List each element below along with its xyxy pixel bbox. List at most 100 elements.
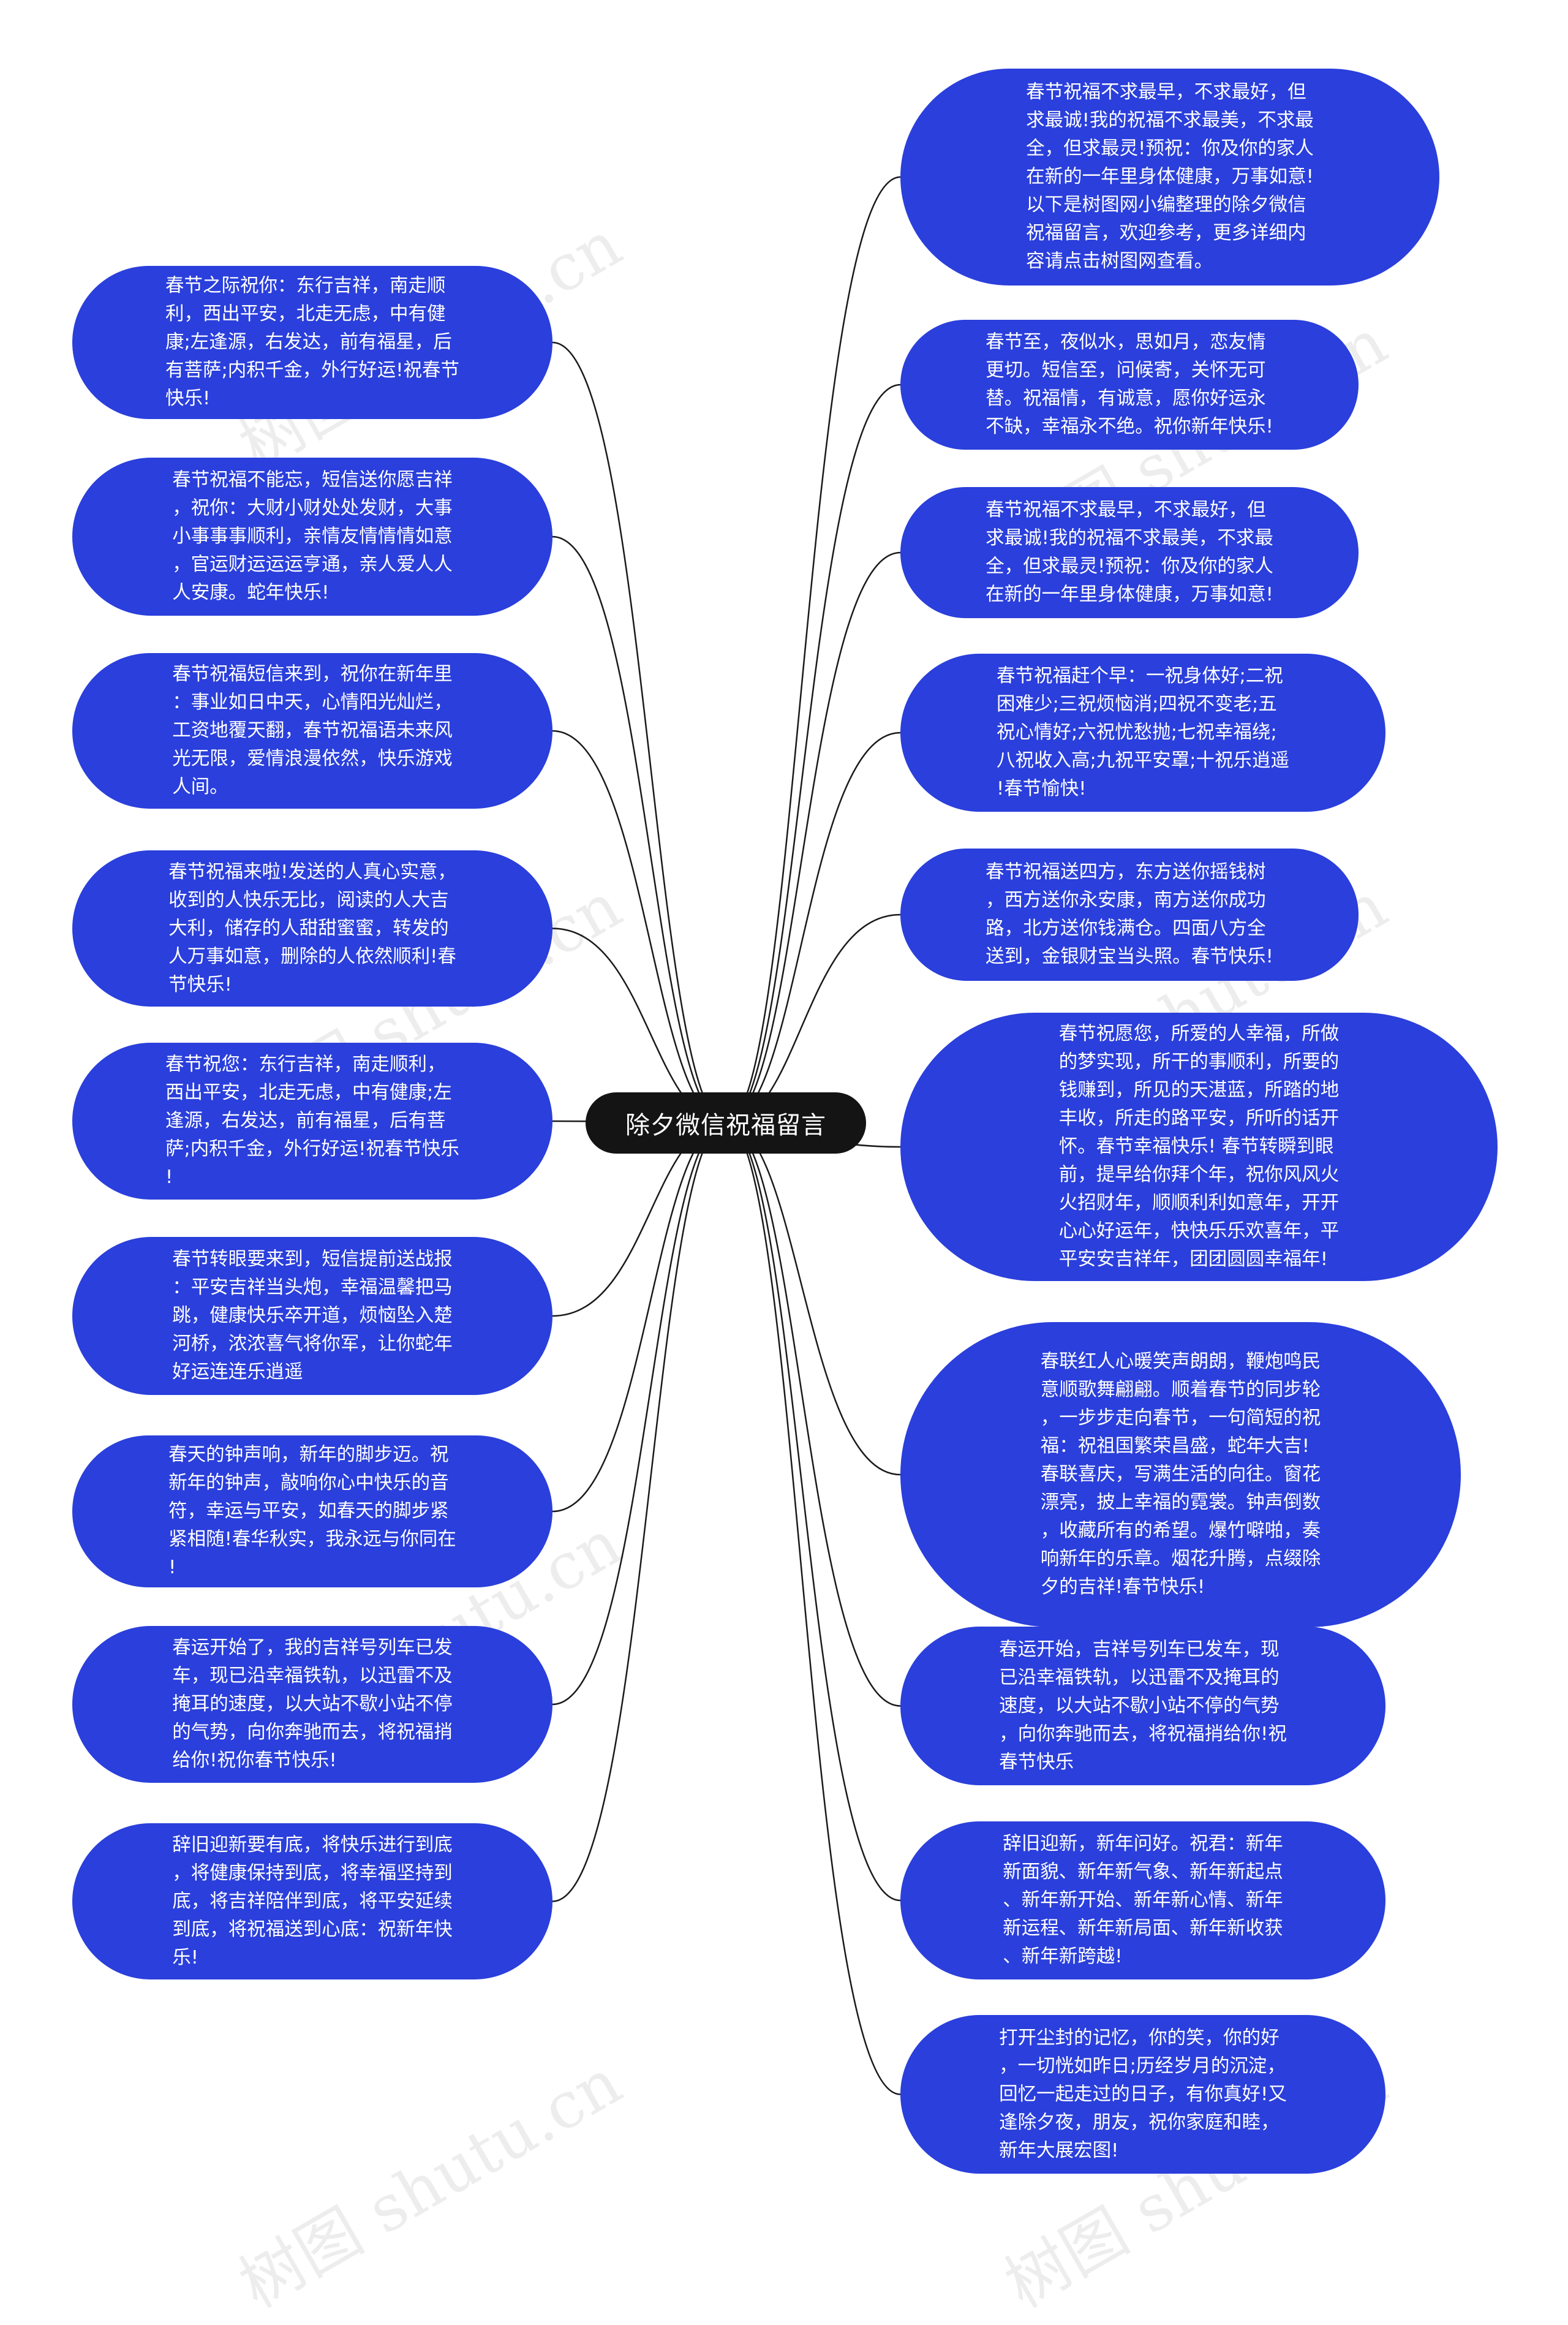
text-line: 春节祝福赶个早：一祝身体好;二祝 <box>996 665 1283 687</box>
branch-node-text: 打开尘封的记忆，你的笑，你的好，一切恍如昨日;历经岁月的沉淀，回忆一起走过的日子… <box>999 2024 1287 2165</box>
branch-node-right-5[interactable]: 春节祝福送四方，东方送你摇钱树，西方送你永安康，南方送你成功路，北方送你钱满仓。… <box>900 849 1359 981</box>
text-line: ! <box>168 1557 176 1578</box>
branch-node-text: 春节祝福不求最早，不求最好，但求最诚!我的祝福不求最美，不求最全，但求最灵!预祝… <box>1026 78 1314 276</box>
branch-node-text: 春节祝福不能忘，短信送你愿吉祥，祝你：大财小财处处发财，大事小事事事顺利，亲情友… <box>172 466 453 607</box>
text-line: 春节至，夜似水，思如月，恋友情 <box>986 331 1266 353</box>
text-line: 收到的人快乐无比，阅读的人大吉 <box>168 889 449 911</box>
branch-node-left-4[interactable]: 春节祝福来啦!发送的人真心实意，收到的人快乐无比，阅读的人大吉大利，储存的人甜甜… <box>72 850 552 1007</box>
text-line: 丰收，所走的路平安，所听的话开 <box>1058 1108 1340 1129</box>
text-line: 掩耳的速度，以大站不歇小站不停 <box>172 1693 453 1715</box>
text-line: 新面貌、新年新气象、新年新起点 <box>1003 1861 1283 1883</box>
branch-node-left-7[interactable]: 春天的钟声响，新年的脚步迈。祝新年的钟声，敲响你心中快乐的音符，幸运与平安，如春… <box>72 1435 552 1587</box>
branch-node-text: 春节至，夜似水，思如月，恋友情更切。短信至，问候寄，关怀无可替。祝福情，有诚意，… <box>986 328 1273 441</box>
text-line: !春节愉快! <box>996 778 1087 800</box>
branch-node-text: 春运开始了，我的吉祥号列车已发车，现已沿幸福铁轨，以迅雷不及掩耳的速度，以大站不… <box>172 1634 453 1775</box>
branch-node-left-3[interactable]: 春节祝福短信来到，祝你在新年里：事业如日中天，心情阳光灿烂，工资地覆天翻，春节祝… <box>72 653 552 809</box>
branch-node-right-6[interactable]: 春节祝愿您，所爱的人幸福，所做的梦实现，所干的事顺利，所要的钱赚到，所见的天湛蓝… <box>900 1013 1498 1281</box>
branch-node-right-1[interactable]: 春节祝福不求最早，不求最好，但求最诚!我的祝福不求最美，不求最全，但求最灵!预祝… <box>900 69 1439 285</box>
text-line: 人万事如意，删除的人依然顺利!春 <box>168 945 456 967</box>
branch-node-text: 春节祝愿您，所爱的人幸福，所做的梦实现，所干的事顺利，所要的钱赚到，所见的天湛蓝… <box>1059 1020 1340 1274</box>
connector-line-right-7 <box>725 1122 901 1476</box>
text-line: 乐! <box>172 1946 198 1968</box>
text-line: 打开尘封的记忆，你的笑，你的好 <box>999 2027 1280 2049</box>
connector-line-right-5 <box>725 913 901 1124</box>
text-line: 春节之际祝你：东行吉祥，南走顺 <box>165 275 446 297</box>
text-line: 新运程、新年新局面、新年新收获 <box>1003 1918 1283 1939</box>
text-line: 不缺，幸福永不绝。祝你新年快乐! <box>986 416 1273 437</box>
connector-line-left-1 <box>552 341 726 1124</box>
text-line: 、新年新开始、新年新心情、新年 <box>1003 1889 1283 1911</box>
text-line: 西出平安，北走无虑，中有健康;左 <box>165 1082 452 1103</box>
connector-line-left-2 <box>552 535 726 1124</box>
text-line: 新年的钟声，敲响你心中快乐的音 <box>168 1472 449 1494</box>
text-line: 春节祝福来啦!发送的人真心实意， <box>168 861 456 883</box>
branch-node-text: 春天的钟声响，新年的脚步迈。祝新年的钟声，敲响你心中快乐的音符，幸运与平安，如春… <box>168 1441 456 1582</box>
branch-node-left-2[interactable]: 春节祝福不能忘，短信送你愿吉祥，祝你：大财小财处处发财，大事小事事事顺利，亲情友… <box>72 458 552 616</box>
text-line: 春联喜庆，写满生活的向往。窗花 <box>1040 1464 1321 1485</box>
text-line: 春节转眼要来到，短信提前送战报 <box>172 1249 453 1270</box>
text-line: ，收藏所有的希望。爆竹噼啪，奏 <box>1040 1520 1321 1541</box>
text-line: 春节祝福不求最早，不求最好，但 <box>1026 81 1306 103</box>
text-line: 祝心情好;六祝忧愁抛;七祝幸福绕; <box>996 722 1277 743</box>
branch-node-text: 春节祝福短信来到，祝你在新年里：事业如日中天，心情阳光灿烂，工资地覆天翻，春节祝… <box>172 660 453 801</box>
text-line: 路，北方送你钱满仓。四面八方全 <box>986 918 1266 939</box>
text-line: 替。祝福情，有诚意，愿你好运永 <box>986 388 1266 409</box>
text-line: 全，但求最灵!预祝：你及你的家人 <box>986 556 1273 577</box>
connector-line-right-9 <box>725 1122 901 1902</box>
central-topic-node[interactable]: 除夕微信祝福留言 <box>586 1092 866 1154</box>
text-line: 辞旧迎新要有底，将快乐进行到底 <box>172 1834 453 1856</box>
text-line: 平安安吉祥年，团团圆圆幸福年! <box>1058 1249 1328 1270</box>
branch-node-right-2[interactable]: 春节至，夜似水，思如月，恋友情更切。短信至，问候寄，关怀无可替。祝福情，有诚意，… <box>900 320 1359 450</box>
branch-node-right-7[interactable]: 春联红人心暖笑声朗朗，鞭炮鸣民意顺歌舞翩翩。顺着春节的同步轮，一步步走向春节，一… <box>900 1322 1461 1627</box>
text-line: 八祝收入高;九祝平安罩;十祝乐逍遥 <box>996 750 1290 771</box>
text-line: ，祝你：大财小财处处发财，大事 <box>172 497 453 519</box>
text-line: 人安康。蛇年快乐! <box>172 582 330 603</box>
text-line: 漂亮，披上幸福的霓裳。钟声倒数 <box>1040 1492 1321 1513</box>
text-line: 春节快乐 <box>999 1751 1074 1773</box>
text-line: 的梦实现，所干的事顺利，所要的 <box>1058 1051 1340 1073</box>
text-line: 给你!祝你春节快乐! <box>172 1750 337 1771</box>
text-line: 、新年新跨越! <box>1003 1946 1123 1967</box>
branch-node-text: 春节转眼要来到，短信提前送战报：平安吉祥当头炮，幸福温馨把马跳，健康快乐卒开道，… <box>172 1246 453 1386</box>
branch-node-right-4[interactable]: 春节祝福赶个早：一祝身体好;二祝困难少;三祝烦恼消;四祝不变老;五祝心情好;六祝… <box>900 654 1385 812</box>
branch-node-text: 辞旧迎新，新年问好。祝君：新年新面貌、新年新气象、新年新起点、新年新开始、新年新… <box>1003 1830 1283 1971</box>
branch-node-text: 春节祝福送四方，东方送你摇钱树，西方送你永安康，南方送你成功路，北方送你钱满仓。… <box>986 858 1273 971</box>
connector-line-left-8 <box>552 1122 726 1706</box>
text-line: 有菩萨;内积千金，外行好运!祝春节 <box>165 360 459 381</box>
branch-node-left-9[interactable]: 辞旧迎新要有底，将快乐进行到底，将健康保持到底，将幸福坚持到底，将吉祥陪伴到底，… <box>72 1823 552 1979</box>
text-line: 光无限，爱情浪漫依然，快乐游戏 <box>172 748 453 769</box>
text-line: 已沿幸福铁轨，以迅雷不及掩耳的 <box>999 1666 1280 1688</box>
text-line: 河桥，浓浓喜气将你军，让你蛇年 <box>172 1333 453 1355</box>
text-line: 新年大展宏图! <box>999 2139 1119 2161</box>
branch-node-left-5[interactable]: 春节祝您：东行吉祥，南走顺利，西出平安，北走无虑，中有健康;左逢源，右发达，前有… <box>72 1043 552 1200</box>
central-topic-label: 除夕微信祝福留言 <box>625 1111 826 1140</box>
text-line: 到底，将祝福送到心底：祝新年快 <box>172 1918 453 1940</box>
text-line: 跳，健康快乐卒开道，烦恼坠入楚 <box>172 1305 453 1326</box>
branch-node-right-3[interactable]: 春节祝福不求最早，不求最好，但求最诚!我的祝福不求最美，不求最全，但求最灵!预祝… <box>900 487 1359 618</box>
branch-node-text: 春节祝您：东行吉祥，南走顺利，西出平安，北走无虑，中有健康;左逢源，右发达，前有… <box>165 1051 459 1192</box>
branch-node-left-8[interactable]: 春运开始了，我的吉祥号列车已发车，现已沿幸福铁轨，以迅雷不及掩耳的速度，以大站不… <box>72 1626 552 1783</box>
text-line: 福：祝祖国繁荣昌盛，蛇年大吉! <box>1040 1435 1310 1457</box>
text-line: ，将健康保持到底，将幸福坚持到 <box>172 1862 453 1884</box>
branch-node-right-10[interactable]: 打开尘封的记忆，你的笑，你的好，一切恍如昨日;历经岁月的沉淀，回忆一起走过的日子… <box>900 2015 1385 2174</box>
text-line: 求最诚!我的祝福不求最美，不求最 <box>1026 110 1314 131</box>
text-line: 工资地覆天翻，春节祝福语未来风 <box>172 720 453 741</box>
text-line: 逢除夕夜，朋友，祝你家庭和睦， <box>999 2111 1280 2133</box>
text-line: 小事事事顺利，亲情友情情情如意 <box>172 526 453 547</box>
branch-node-right-8[interactable]: 春运开始，吉祥号列车已发车，现已沿幸福铁轨，以迅雷不及掩耳的速度，以大站不歇小站… <box>900 1627 1385 1785</box>
text-line: 紧相随!春华秋实，我永远与你同在 <box>168 1529 456 1550</box>
text-line: 在新的一年里身体健康，万事如意! <box>986 584 1273 605</box>
branch-node-right-9[interactable]: 辞旧迎新，新年问好。祝君：新年新面貌、新年新气象、新年新起点、新年新开始、新年新… <box>900 1821 1385 1979</box>
text-line: 的气势，向你奔驰而去，将祝福捎 <box>172 1722 453 1743</box>
text-line: 意顺歌舞翩翩。顺着春节的同步轮 <box>1040 1379 1321 1401</box>
branch-node-text: 春节祝福来啦!发送的人真心实意，收到的人快乐无比，阅读的人大吉大利，储存的人甜甜… <box>168 858 456 999</box>
text-line: 康;左逢源，右发达，前有福星，后 <box>165 331 452 353</box>
branch-node-left-6[interactable]: 春节转眼要来到，短信提前送战报：平安吉祥当头炮，幸福温馨把马跳，健康快乐卒开道，… <box>72 1237 552 1395</box>
text-line: 速度，以大站不歇小站不停的气势 <box>999 1695 1280 1717</box>
text-line: 前，提早给你拜个年，祝你风风火 <box>1058 1164 1340 1185</box>
branch-node-left-1[interactable]: 春节之际祝你：东行吉祥，南走顺利，西出平安，北走无虑，中有健康;左逢源，右发达，… <box>72 266 552 419</box>
text-line: 春节祝福短信来到，祝你在新年里 <box>172 663 453 685</box>
text-line: 春运开始了，我的吉祥号列车已发 <box>172 1637 453 1658</box>
text-line: 心心好运年，快快乐乐欢喜年，平 <box>1058 1220 1340 1242</box>
connector-line-right-1 <box>725 176 901 1124</box>
